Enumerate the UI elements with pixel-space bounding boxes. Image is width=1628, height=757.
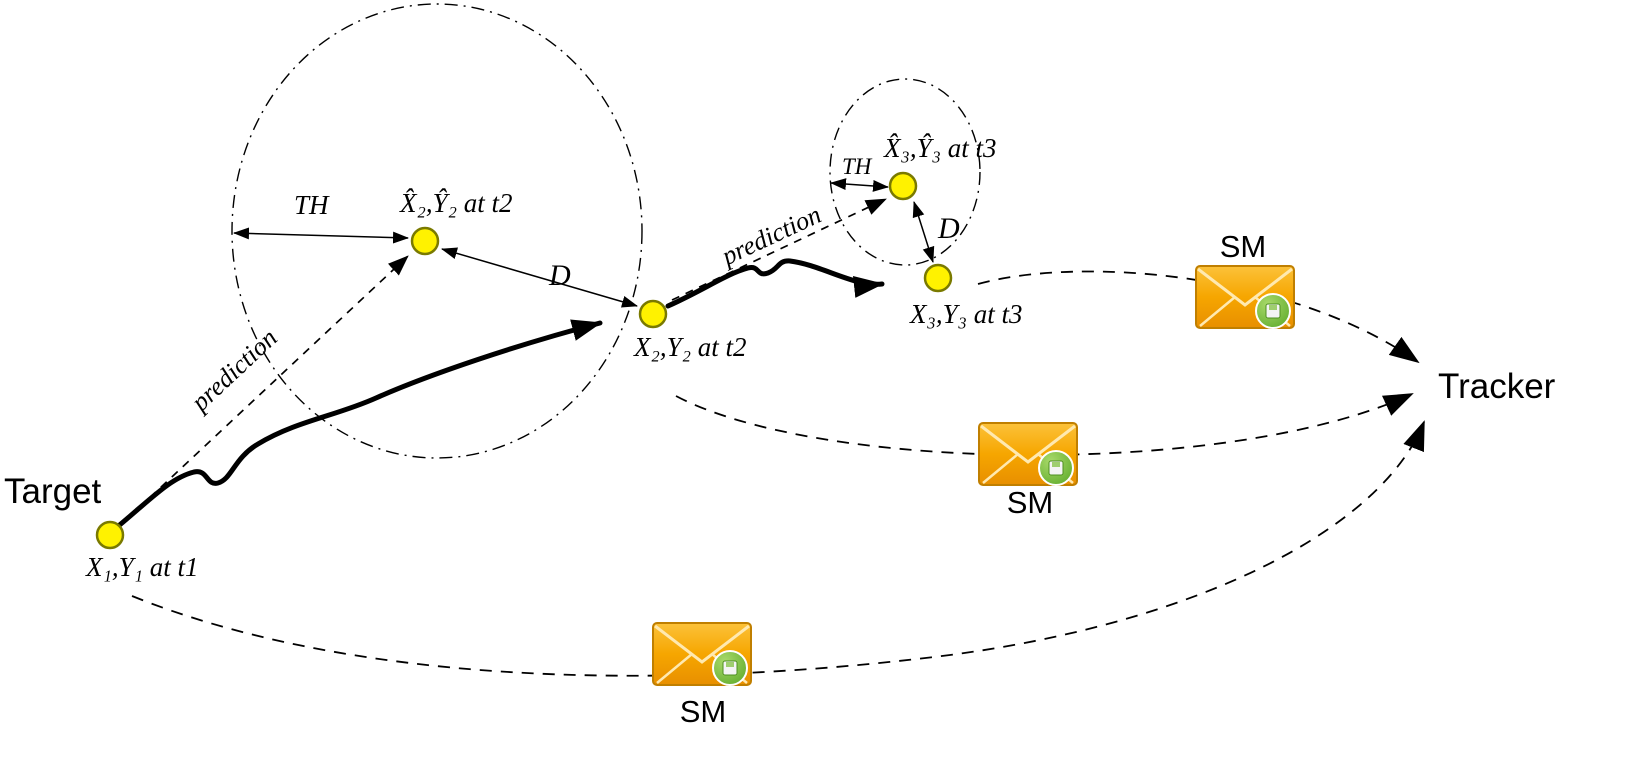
th-label-t2: TH bbox=[294, 190, 330, 220]
prediction-label-t2: prediction bbox=[184, 323, 283, 418]
sm-message-icon-t1 bbox=[651, 621, 753, 687]
th-arrow-t2 bbox=[233, 227, 409, 244]
th-arrow-t3 bbox=[830, 178, 889, 192]
th-label-t3: TH bbox=[842, 154, 873, 179]
d-arrow-t2 bbox=[441, 247, 638, 308]
actual-label-t2: X₂,Y₂ at t2 bbox=[633, 332, 747, 362]
trajectory-t1-t2 bbox=[113, 319, 603, 531]
trajectory-t2-t3 bbox=[665, 258, 885, 309]
d-arrow-t3 bbox=[912, 201, 935, 263]
sm-label-t3: SM bbox=[1220, 229, 1267, 264]
message-path-t3-to-tracker bbox=[977, 270, 1420, 364]
d-label-t2: D bbox=[548, 259, 571, 292]
prediction-arrow-t2 bbox=[127, 255, 409, 519]
predicted-dot-t3 bbox=[888, 171, 918, 201]
predicted-dot-t2 bbox=[410, 226, 440, 256]
sm-label-t2: SM bbox=[1007, 485, 1054, 520]
d-label-t3: D bbox=[937, 212, 960, 245]
sm-message-icon-t3 bbox=[1194, 264, 1296, 330]
actual-dot-t3 bbox=[923, 263, 953, 293]
target-label: Target bbox=[4, 472, 102, 511]
actual-label-t3: X₃,Y₃ at t3 bbox=[909, 299, 1023, 329]
threshold-ellipse-t2 bbox=[231, 3, 643, 459]
prediction-arrow-t3 bbox=[671, 198, 887, 301]
threshold-ellipse-t3 bbox=[829, 78, 981, 266]
sm-label-t1: SM bbox=[680, 694, 727, 729]
tracker-label: Tracker bbox=[1438, 367, 1556, 406]
predicted-label-t3: X̂₃,Ŷ₃ at t3 bbox=[883, 133, 997, 163]
sm-message-icon-t2 bbox=[977, 421, 1079, 487]
point-label-t1: X₁,Y₁ at t1 bbox=[85, 552, 199, 582]
actual-dot-t2 bbox=[638, 299, 668, 329]
predicted-label-t2: X̂₂,Ŷ₂ at t2 bbox=[399, 188, 513, 218]
target-dot-t1 bbox=[95, 520, 125, 550]
message-path-t1-to-tracker bbox=[131, 420, 1425, 677]
